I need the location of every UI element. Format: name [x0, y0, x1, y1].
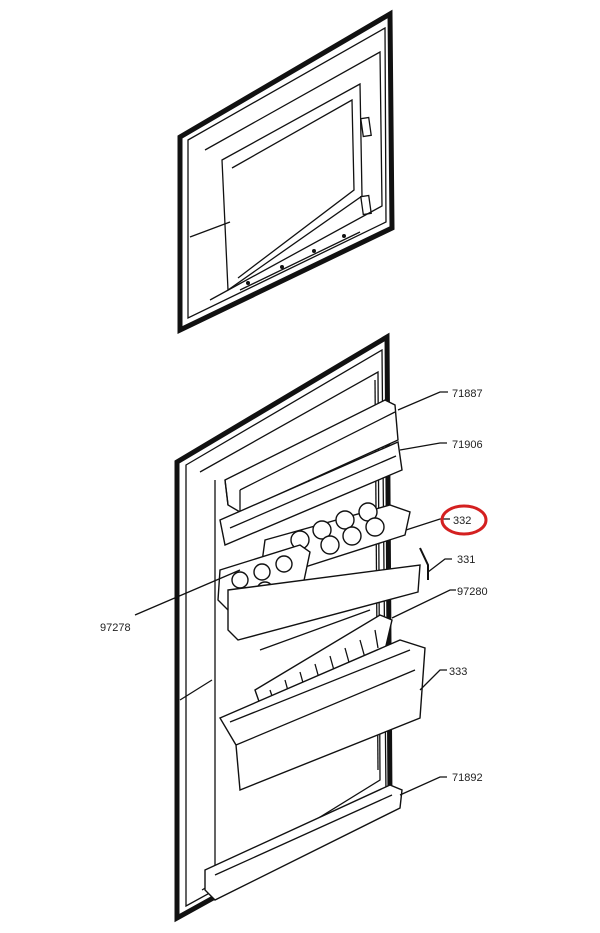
part-label-71906: 71906	[452, 439, 483, 451]
leader-lines	[134, 391, 456, 796]
part-label-97278: 97278	[100, 622, 131, 634]
part-label-331: 331	[457, 554, 475, 566]
part-label-97280: 97280	[457, 586, 488, 598]
part-71887-shelf	[224, 399, 399, 513]
highlight-circle	[440, 504, 488, 536]
part-333-bin	[218, 639, 426, 791]
part-71892-shelf	[204, 784, 403, 901]
part-label-71887: 71887	[452, 388, 483, 400]
part-label-333: 333	[449, 666, 467, 678]
freezer-door	[177, 9, 395, 334]
part-331-shelf	[227, 547, 429, 641]
part-71906-shelf	[219, 440, 403, 546]
part-label-71892: 71892	[452, 772, 483, 784]
part-label-332: 332	[453, 515, 471, 527]
